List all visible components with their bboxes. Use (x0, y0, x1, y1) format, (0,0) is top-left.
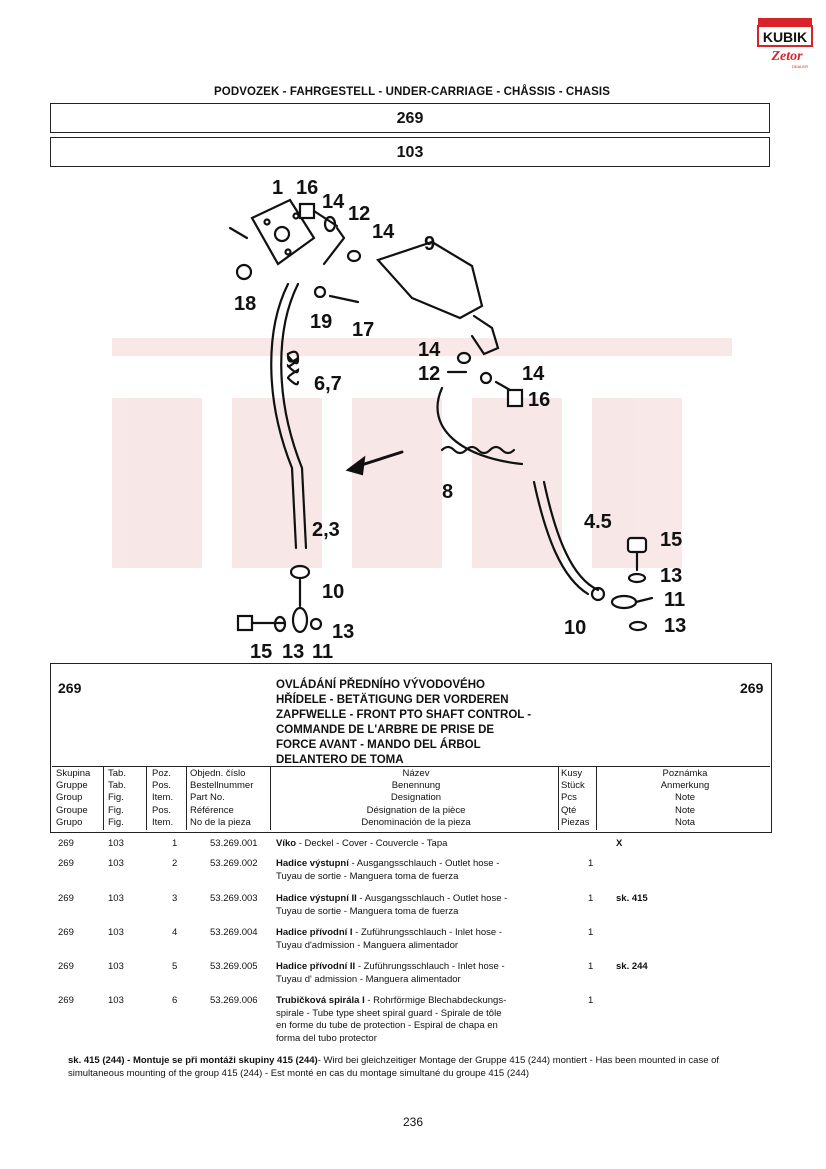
logo-sub: Zetor (770, 49, 803, 64)
diagram-label: 12 (348, 203, 370, 225)
column-divider (186, 766, 187, 830)
col-pos: Poz.Pos.Item.Pos.Item. (152, 768, 174, 828)
title-line: DELANTERO DE TOMA (276, 754, 404, 766)
diagram-label: 9 (424, 233, 435, 255)
page-number: 236 (402, 1115, 424, 1129)
column-divider (103, 766, 104, 830)
title-line: HŘÍDELE - BETÄTIGUNG DER VORDEREN (276, 694, 509, 706)
diagram-label: 18 (234, 293, 256, 315)
exploded-parts-diagram: 1 16 14 12 14 9 18 19 17 6,7 14 12 14 16… (112, 177, 732, 663)
page-heading: PODVOZEK - FAHRGESTELL - UNDER-CARRIAGE … (214, 86, 610, 98)
logo-tag: DEALER (792, 64, 808, 69)
diagram-label: 14 (322, 191, 345, 213)
diagram-label: 10 (564, 617, 586, 639)
group-info-box (50, 663, 772, 833)
diagram-label: 14 (372, 221, 395, 243)
column-divider (596, 766, 597, 830)
title-line: FORCE AVANT - MANDO DEL ÁRBOL (276, 739, 481, 751)
diagram-label: 1 (272, 177, 283, 199)
diagram-label: 10 (322, 581, 344, 603)
group-number-left: 269 (58, 680, 82, 696)
title-line: ZAPFWELLE - FRONT PTO SHAFT CONTROL - (276, 709, 532, 721)
column-divider (146, 766, 147, 830)
diagram-label: 13 (664, 615, 686, 637)
footnote: sk. 415 (244) - Montuje se při montáži s… (68, 1055, 720, 1079)
logo-brand: KUBIK (763, 29, 807, 45)
group-title: OVLÁDÁNÍ PŘEDNÍHO VÝVODOVÉHO HŘÍDELE - B… (276, 678, 566, 768)
diagram-label: 15 (660, 529, 682, 551)
table-number-box: 103 (50, 137, 770, 167)
group-number-right: 269 (740, 680, 764, 696)
column-divider (558, 766, 559, 830)
diagram-label: 4.5 (584, 511, 612, 533)
diagram-label: 16 (528, 389, 550, 411)
diagram-label: 13 (282, 641, 304, 663)
diagram-label: 13 (660, 565, 682, 587)
column-divider (270, 766, 271, 830)
col-tab: Tab.Tab.Fig.Fig.Fig. (108, 768, 126, 828)
group-number-box: 269 (50, 103, 770, 133)
watermark (112, 338, 732, 568)
diagram-label: 17 (352, 319, 374, 341)
diagram-label: 14 (522, 363, 545, 385)
kubik-zetor-logo: KUBIK Zetor DEALER (757, 18, 813, 69)
diagram-label: 2,3 (312, 519, 340, 541)
diagram-label: 11 (312, 641, 333, 663)
title-line: COMMANDE DE L'ARBRE DE PRISE DE (276, 724, 495, 736)
diagram-label: 14 (418, 339, 441, 361)
diagram-label: 11 (664, 589, 685, 611)
diagram-label: 16 (296, 177, 318, 199)
diagram-label: 12 (418, 363, 440, 385)
diagram-label: 15 (250, 641, 272, 663)
diagram-label: 8 (442, 481, 453, 503)
diagram-label: 13 (332, 621, 354, 643)
diagram-label: 6,7 (314, 373, 342, 395)
title-line: OVLÁDÁNÍ PŘEDNÍHO VÝVODOVÉHO (276, 679, 485, 691)
diagram-label: 19 (310, 311, 332, 333)
